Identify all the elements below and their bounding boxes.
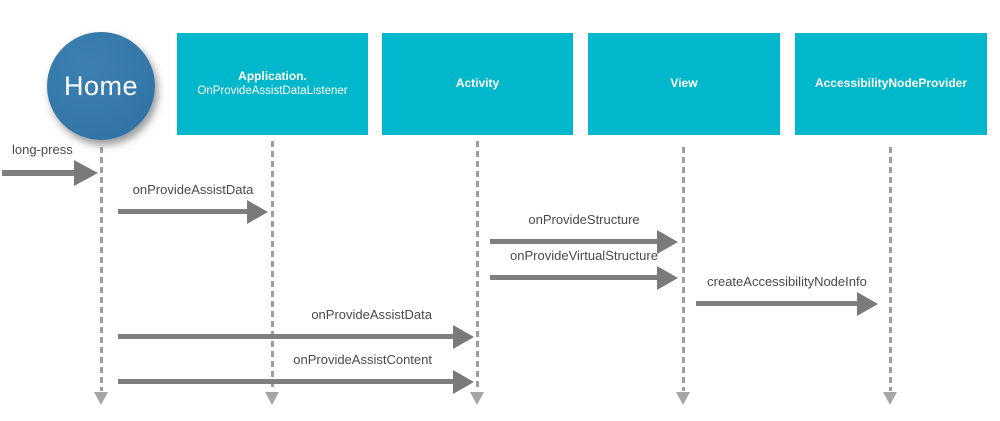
arrow-head-icon [453, 370, 474, 394]
actor-anp-title: AccessibilityNodeProvider [814, 76, 968, 91]
arrow-shaft [118, 209, 251, 214]
lifeline-arrow-down-icon [883, 392, 897, 405]
arrow-head-icon [657, 230, 678, 254]
actor-box-application: Application. OnProvideAssistDataListener [177, 33, 368, 135]
arrow-shaft [2, 170, 78, 176]
arrow-head-icon [453, 325, 474, 349]
actor-home-label: Home [63, 70, 139, 101]
arrow-shaft [490, 275, 661, 280]
message-label: onProvideVirtualStructure [510, 248, 658, 263]
actor-application-title: Application. [238, 68, 307, 83]
message-label: onProvideStructure [528, 212, 640, 227]
actor-box-view: View [588, 33, 780, 135]
message-onprovideassistcontent: onProvideAssistContent [118, 352, 474, 394]
message-arrow [490, 266, 678, 290]
lifeline-arrow-down-icon [265, 392, 279, 405]
lifeline-activity [476, 141, 479, 391]
message-long-press: long-press [2, 142, 98, 186]
message-label: long-press [12, 142, 73, 157]
actor-box-accessibility-node-provider: AccessibilityNodeProvider [795, 33, 987, 135]
lifeline-arrow-down-icon [470, 392, 484, 405]
arrow-shaft [118, 379, 457, 384]
message-arrow [696, 292, 878, 316]
lifeline-application [271, 141, 274, 391]
message-onprovideassistdata-to-application: onProvideAssistData [118, 182, 268, 224]
message-arrow [118, 200, 268, 224]
message-arrow [118, 325, 474, 349]
lifeline-accessibility-node-provider [889, 147, 892, 391]
message-onprovideassistdata-to-activity: onProvideAssistData [118, 307, 474, 349]
actor-box-activity: Activity [382, 33, 573, 135]
actor-view-title: View [670, 76, 698, 91]
arrow-shaft [490, 239, 661, 244]
arrow-head-icon [74, 160, 98, 186]
arrow-head-icon [857, 292, 878, 316]
message-label: createAccessibilityNodeInfo [707, 274, 867, 289]
message-arrow [490, 230, 678, 254]
arrow-head-icon [657, 266, 678, 290]
arrow-shaft [696, 301, 861, 306]
message-arrow [118, 370, 474, 394]
message-onprovidevirtualstructure: onProvideVirtualStructure [490, 248, 678, 290]
message-createaccessibilitynodeinfo: createAccessibilityNodeInfo [696, 274, 878, 316]
actor-activity-title: Activity [455, 76, 500, 91]
message-label: onProvideAssistContent [293, 352, 432, 367]
arrow-shaft [118, 334, 457, 339]
message-onprovidestructure: onProvideStructure [490, 212, 678, 254]
actor-application-subtitle: OnProvideAssistDataListener [197, 85, 348, 98]
lifeline-arrow-down-icon [94, 392, 108, 405]
message-label: onProvideAssistData [311, 307, 432, 322]
lifeline-arrow-down-icon [676, 392, 690, 405]
lifeline-view [682, 147, 685, 391]
message-label: onProvideAssistData [132, 182, 254, 197]
arrow-head-icon [247, 200, 268, 224]
actor-home: Home [47, 32, 155, 140]
lifeline-home [100, 147, 103, 391]
message-arrow [2, 160, 98, 186]
